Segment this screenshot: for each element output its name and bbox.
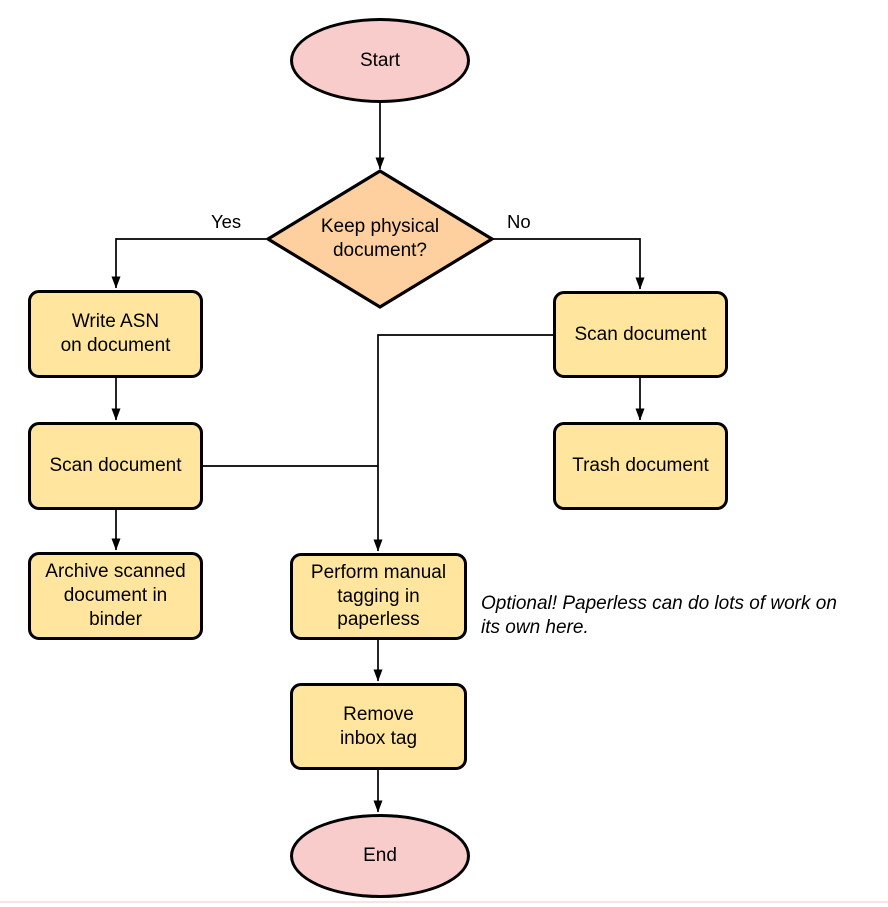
bottom-divider: [0, 901, 888, 903]
optional-note: Optional! Paperless can do lots of work …: [481, 593, 837, 638]
node-end: End: [290, 814, 470, 898]
node-remove-inbox-tag-label: Remove inbox tag: [339, 703, 418, 749]
node-scan-document-right-label: Scan document: [574, 323, 707, 345]
edge-scan-right-to-tagging: [373, 334, 553, 552]
node-start: Start: [290, 18, 470, 103]
node-write-asn: Write ASN on document: [28, 290, 203, 378]
node-scan-document-left-label: Scan document: [49, 455, 182, 477]
node-archive-binder-label: Archive scanned document in binder: [45, 561, 186, 630]
edge-decision-yes-to-write-asn: [111, 238, 266, 289]
node-remove-inbox-tag: Remove inbox tag: [290, 683, 467, 770]
edge-decision-no-to-scan-right: [492, 238, 645, 290]
node-end-label: End: [363, 845, 397, 867]
node-write-asn-label: Write ASN on document: [60, 311, 171, 356]
node-manual-tagging: Perform manual tagging in paperless: [290, 553, 467, 640]
node-trash-document-label: Trash document: [572, 455, 709, 477]
node-scan-document-right: Scan document: [553, 291, 728, 378]
node-archive-binder: Archive scanned document in binder: [28, 552, 203, 640]
node-decision-label: Keep physical document?: [320, 216, 440, 261]
node-trash-document: Trash document: [553, 422, 728, 510]
node-manual-tagging-label: Perform manual tagging in paperless: [310, 561, 447, 631]
node-scan-document-left: Scan document: [28, 422, 203, 510]
edge-label-yes: Yes: [211, 211, 242, 232]
node-start-label: Start: [359, 49, 401, 71]
edge-label-no: No: [507, 211, 531, 232]
decision-diamond-shape: [264, 169, 496, 309]
